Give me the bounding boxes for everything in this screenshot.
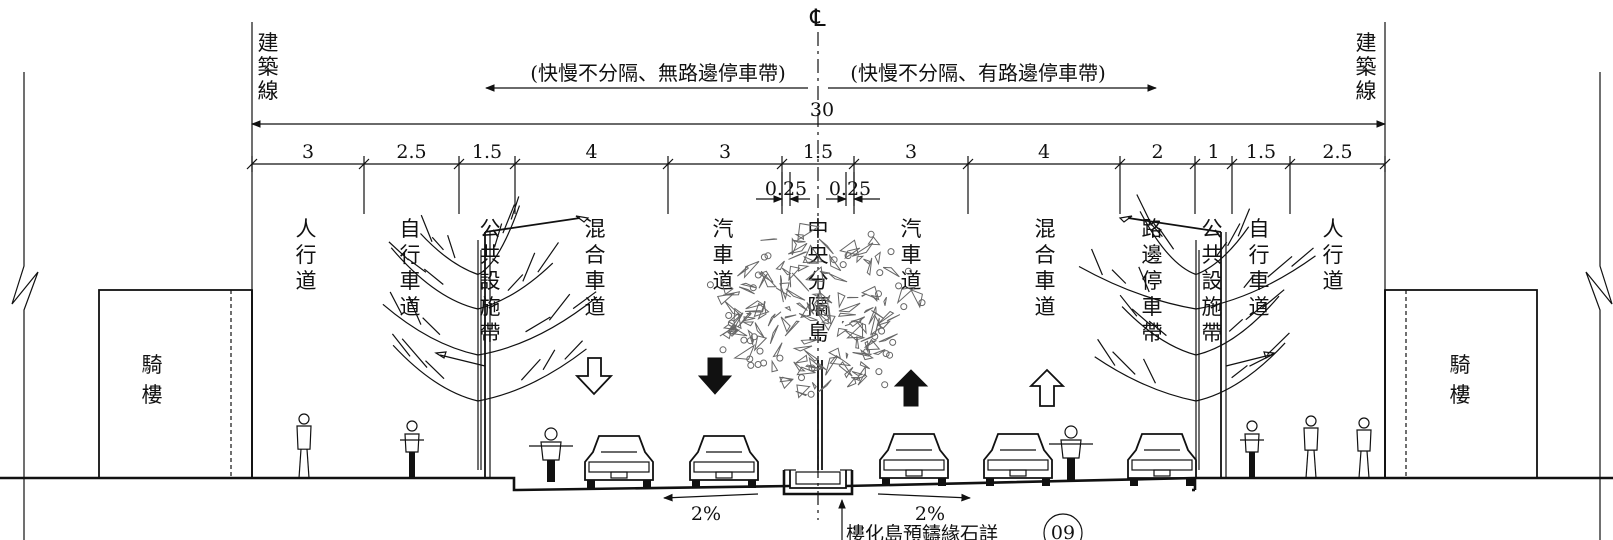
zone-label: 混合車道 — [1035, 217, 1056, 319]
motorcycle-rider — [1049, 425, 1093, 480]
cyclist — [400, 420, 424, 478]
segment-label: 4 — [585, 141, 597, 163]
detail-reference-circle — [1043, 513, 1083, 540]
street-lamp-right — [1118, 215, 1276, 478]
outer-wall-left — [11, 72, 39, 478]
car — [689, 435, 759, 488]
centerline-symbol: ℄ — [809, 4, 826, 32]
segment-label: 2 — [1151, 141, 1163, 163]
segment-label: 2.5 — [396, 141, 426, 163]
slope-right-label: 2% — [915, 503, 945, 525]
segment-label: 1.5 — [1246, 141, 1276, 163]
slope-left-label: 2% — [691, 503, 721, 525]
zone-labels: 人行道自行車道公共設施帶混合車道汽車道中央分隔島汽車道混合車道路邊停車帶公共設施… — [296, 217, 1344, 345]
cyclist — [1240, 420, 1264, 478]
segment-label: 3 — [302, 141, 314, 163]
arrow-down-outline — [574, 357, 614, 396]
arrow-down-solid — [697, 357, 733, 395]
segment-label: 3 — [719, 141, 731, 163]
zone-label: 汽車道 — [713, 217, 734, 293]
zone-label: 自行車道 — [1249, 217, 1270, 319]
slope-arrow-left — [663, 493, 759, 502]
building-line-label-right: 建築線 — [1356, 31, 1377, 103]
vehicles — [529, 425, 1197, 488]
svg-text:騎樓: 騎樓 — [142, 353, 163, 407]
pedestrians-and-cyclists — [296, 413, 1372, 479]
motorcycle-rider — [529, 427, 573, 482]
ground-right — [845, 476, 1613, 488]
sub-dim-label-2: 0.25 — [829, 178, 871, 200]
pedestrian — [296, 413, 312, 479]
median-curb — [782, 469, 854, 496]
svg-text:騎樓: 騎樓 — [1450, 353, 1471, 407]
curb-detail-note: 樓化島預鑄緣石詳 — [846, 523, 998, 540]
outer-wall-right — [1585, 72, 1613, 478]
building-line-label-left: 建築線 — [258, 31, 279, 103]
arrow-up-outline — [1028, 368, 1066, 407]
zone-label: 人行道 — [296, 217, 317, 293]
segment-dimensions: 3 2.5 1.5 4 3 1.5 3 4 2 1 1.5 2.5 — [246, 141, 1391, 214]
detail-reference-number: 09 — [1051, 522, 1075, 540]
ground-left — [0, 476, 791, 492]
segment-label: 1.5 — [472, 141, 502, 163]
arrow-up-solid — [893, 369, 929, 407]
car — [584, 435, 654, 488]
arcade-left — [98, 289, 253, 479]
slope-arrow-right — [877, 493, 971, 502]
arcade-label-left: 騎樓 — [142, 353, 163, 407]
segment-label: 1.5 — [803, 141, 833, 163]
arcade-label-right: 騎樓 — [1450, 353, 1471, 407]
segment-label: 1 — [1207, 141, 1219, 163]
zone-label: 人行道 — [1323, 217, 1344, 293]
svg-text:建築線: 建築線 — [1356, 31, 1377, 103]
car — [1127, 433, 1197, 486]
street-lamp-left — [434, 215, 590, 478]
left-title: (快慢不分隔、無路邊停車帶) — [530, 61, 786, 85]
zone-label: 自行車道 — [400, 217, 421, 319]
tree-right — [1078, 194, 1316, 470]
right-title: (快慢不分隔、有路邊停車帶) — [850, 61, 1106, 85]
car — [983, 433, 1053, 486]
segment-label: 4 — [1038, 141, 1050, 163]
zone-label: 混合車道 — [585, 217, 606, 319]
segment-label: 3 — [905, 141, 917, 163]
pedestrian — [1356, 417, 1372, 479]
svg-text:建築線: 建築線 — [258, 31, 279, 103]
total-width-label: 30 — [810, 99, 834, 121]
pedestrian — [1303, 415, 1319, 479]
sub-dim-label-1: 0.25 — [765, 178, 807, 200]
zone-label: 公共設施帶 — [1202, 217, 1223, 345]
car — [879, 433, 949, 486]
zone-label: 汽車道 — [901, 217, 922, 293]
segment-label: 2.5 — [1322, 141, 1352, 163]
median-tree — [706, 222, 926, 470]
